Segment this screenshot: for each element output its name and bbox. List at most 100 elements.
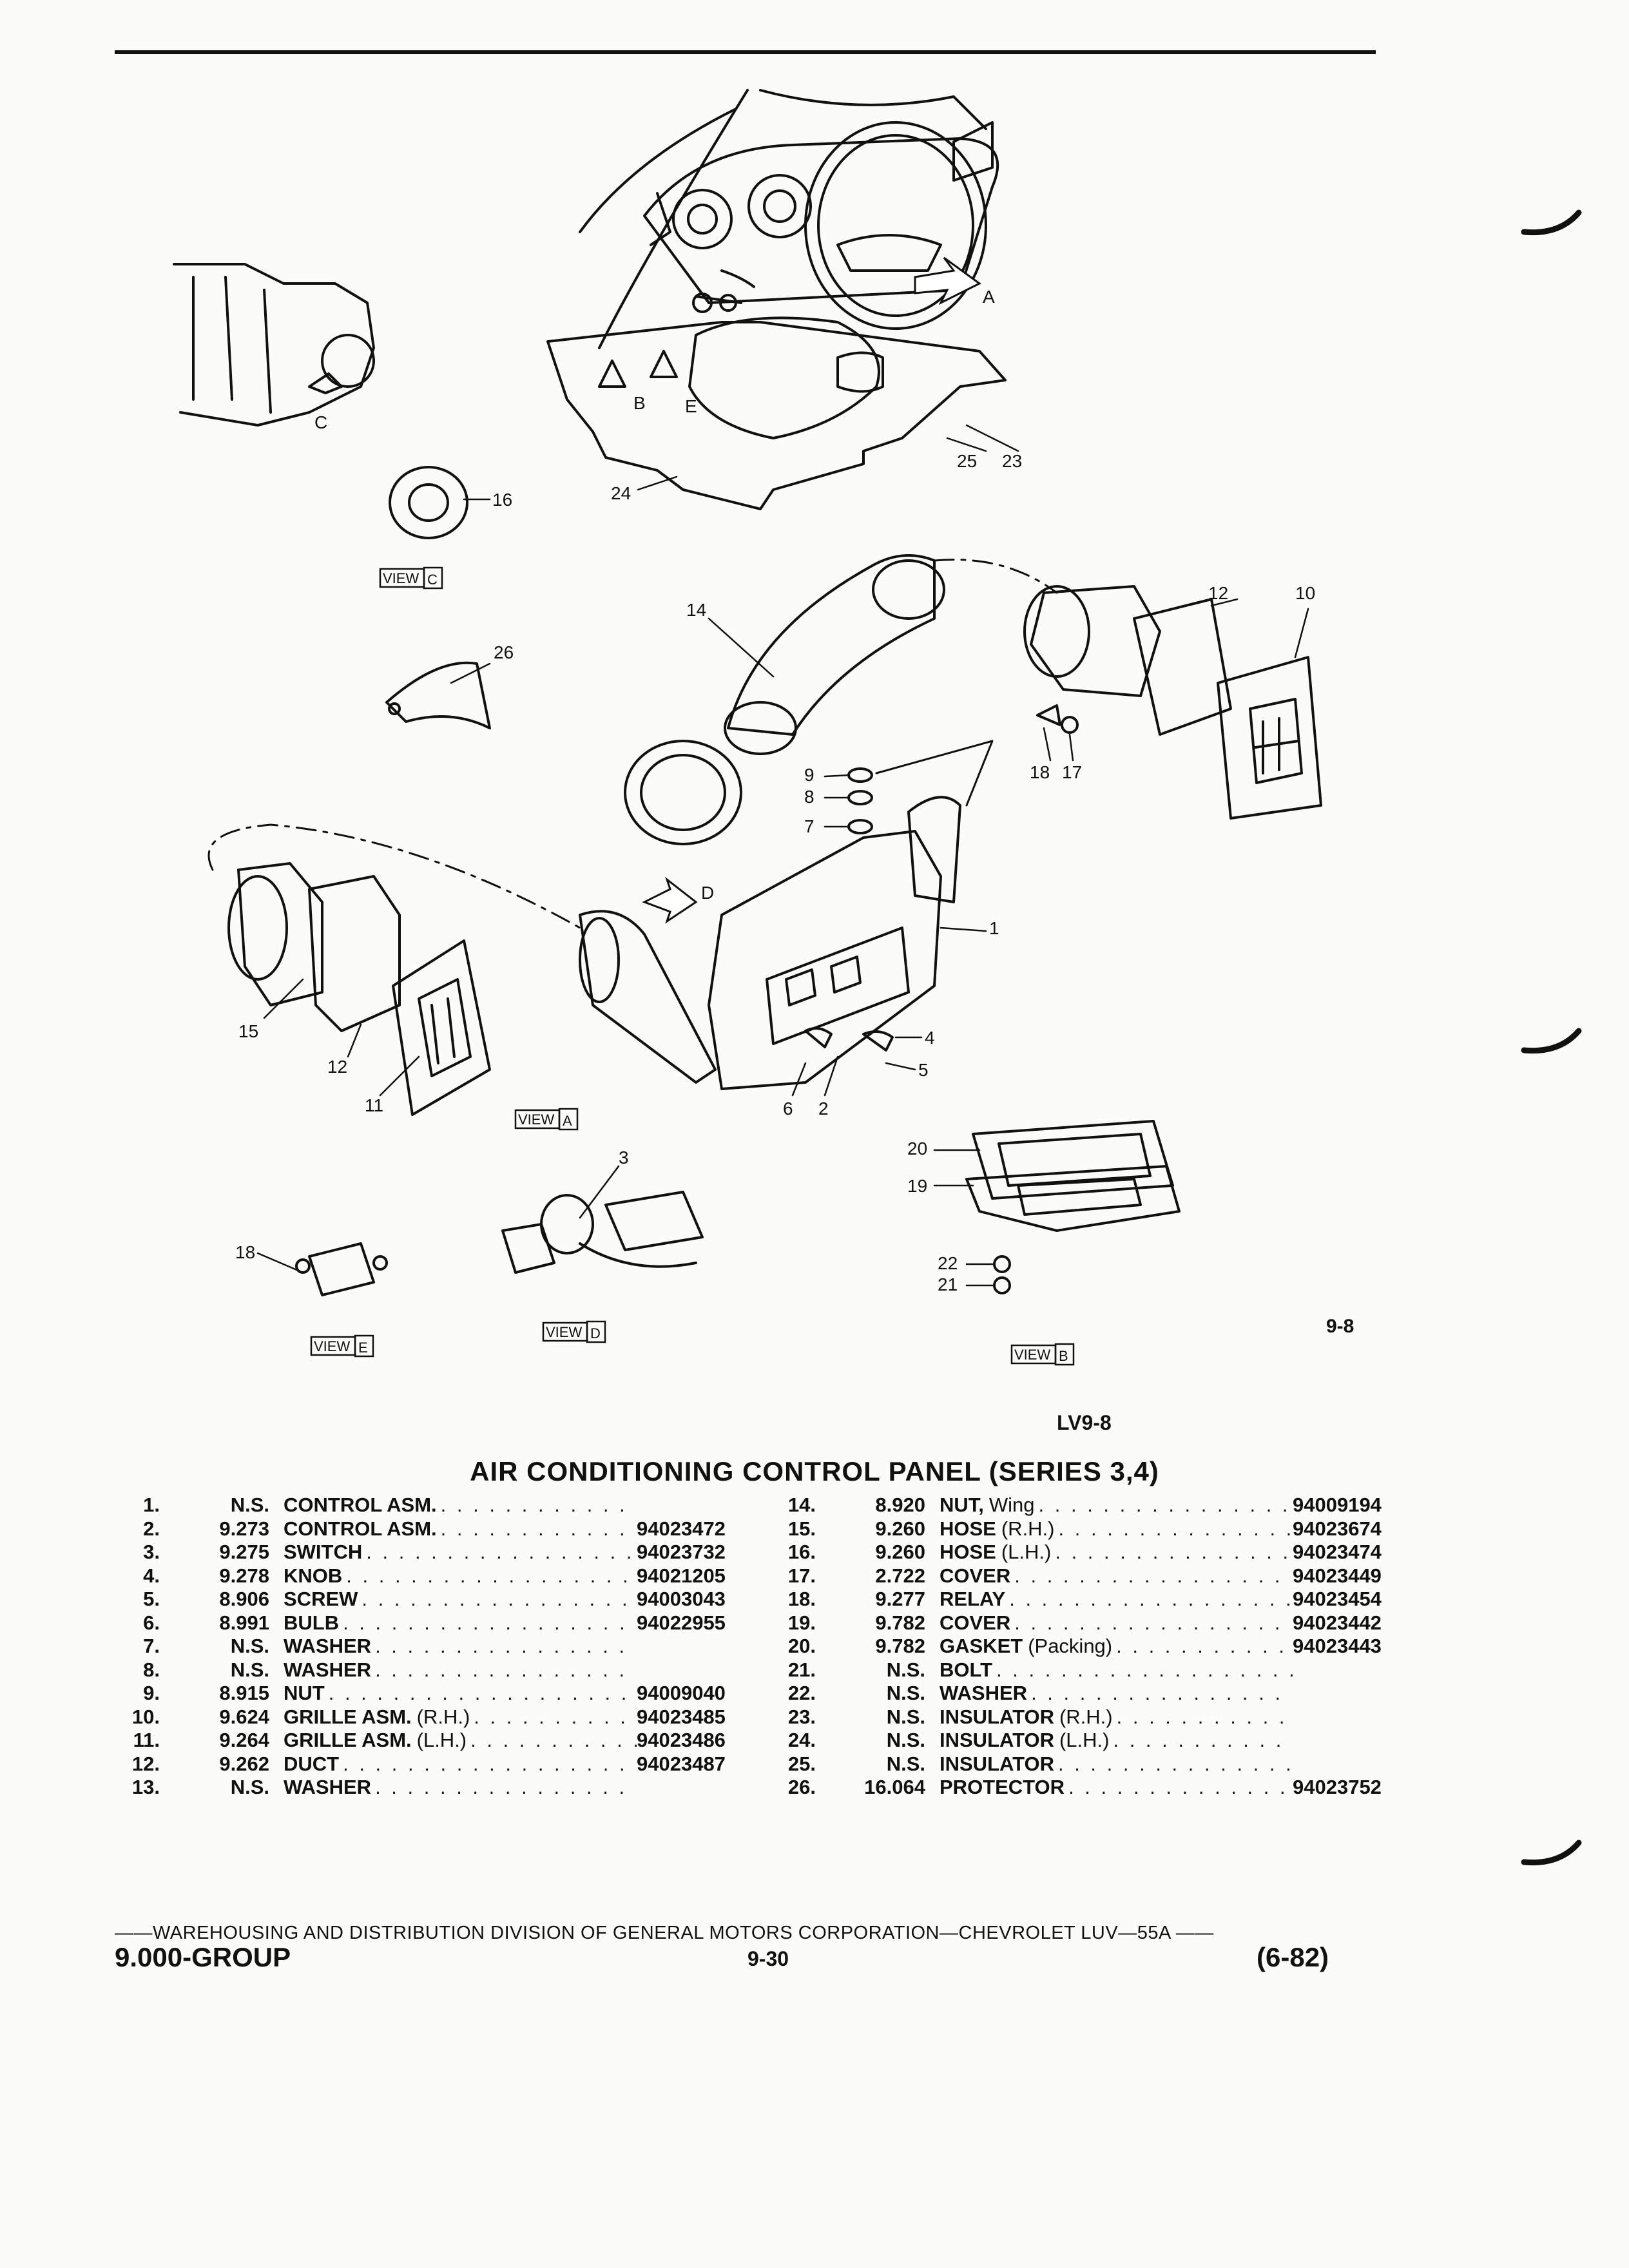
leader-dots (470, 1706, 637, 1729)
svg-text:B: B (1059, 1348, 1068, 1364)
leader-dots (1027, 1682, 1293, 1705)
parts-list-row: 6.8.991BULB94022955 (115, 1611, 766, 1635)
leader-dots (371, 1658, 637, 1682)
left-duct-grille-drawing (227, 862, 491, 1116)
parts-list-row: 5. 8.906SCREW94003043 (115, 1588, 766, 1611)
footer-group: 9.000-GROUP (115, 1942, 291, 1972)
callout-5: 5 (918, 1060, 929, 1080)
part-name: NUT (284, 1682, 325, 1704)
parts-list-row: 8.N.S.WASHER (115, 1658, 766, 1682)
part-index: 25. (787, 1752, 816, 1775)
part-number: 94003043 (637, 1588, 726, 1610)
part-number: 94009194 (1293, 1494, 1382, 1516)
svg-text:E: E (358, 1340, 368, 1356)
part-description: HOSE(L.H.) (925, 1541, 1293, 1564)
part-description: INSULATOR(R.H.) (925, 1706, 1293, 1729)
parts-list-row: 4.9.278KNOB94021205 (115, 1564, 766, 1588)
part-description: GRILLE ASM.(R.H.) (269, 1706, 637, 1729)
part-group-number: 9.782 (875, 1611, 925, 1634)
car-silhouette (173, 263, 375, 427)
part-number: 94023485 (637, 1705, 726, 1728)
view-e-box: VIEW E (310, 1334, 374, 1358)
leader-dots (339, 1611, 637, 1635)
svg-text:VIEW: VIEW (383, 570, 419, 586)
part-name: CONTROL ASM. (284, 1517, 437, 1540)
part-group-number: 16.064 (864, 1776, 925, 1798)
part-name: BULB (284, 1611, 340, 1634)
leader-dots (1113, 1706, 1293, 1729)
callout-8: 8 (804, 787, 815, 807)
leader-dots (1055, 1517, 1293, 1541)
part-description: INSULATOR(L.H.) (925, 1729, 1293, 1752)
part-description: DUCT (269, 1753, 637, 1776)
airflow-path-left (207, 823, 581, 929)
leader-dots (1035, 1494, 1293, 1517)
view-a-arrow (914, 256, 981, 305)
part-group-number: 9.264 (219, 1729, 269, 1751)
parts-list-row: 19.9.782COVER94023442 (771, 1611, 1422, 1635)
part-index: 15. (787, 1517, 816, 1540)
callout-12-right: 12 (1208, 583, 1228, 603)
leader-dots (1112, 1635, 1293, 1658)
part-index: 6. (143, 1611, 160, 1634)
part-description: KNOB (269, 1564, 637, 1588)
part-number: 94023732 (637, 1541, 726, 1563)
part-name-note: (L.H.) (1059, 1729, 1110, 1751)
right-duct-grille-drawing (1023, 585, 1322, 820)
part-number: 94023474 (1293, 1541, 1382, 1563)
svg-text:VIEW: VIEW (314, 1338, 350, 1354)
part-index: 9. (143, 1682, 160, 1704)
airflow-path-right (933, 559, 1058, 594)
callout-3: 3 (619, 1148, 629, 1168)
parts-list-row: 3.9.275SWITCH94023732 (115, 1541, 766, 1564)
part-index: 19. (787, 1611, 816, 1634)
part-number: 94009040 (637, 1682, 726, 1704)
control-assembly-drawing (579, 796, 961, 1090)
part-group-number: 9.277 (875, 1588, 925, 1610)
view-d-box: VIEW D (542, 1320, 606, 1343)
part-description: BULB (269, 1611, 637, 1635)
callout-21: 21 (938, 1274, 958, 1294)
part-name-note: (R.H.) (1001, 1517, 1055, 1540)
view-a-letter: A (983, 287, 995, 307)
parts-list-row: 7.N.S.WASHER (115, 1635, 766, 1658)
part-number: 94021205 (637, 1564, 726, 1587)
part-group-number: 9.278 (219, 1564, 269, 1587)
part-description: INSULATOR (925, 1753, 1293, 1776)
part-group-number: 2.722 (875, 1564, 925, 1587)
part-description: SCREW (269, 1588, 637, 1611)
part-name: WASHER (940, 1682, 1028, 1704)
part-name-note: (Packing) (1028, 1635, 1113, 1657)
part-index: 20. (787, 1635, 816, 1657)
part-group-number: 8.991 (219, 1611, 269, 1634)
view-c-letter: C (314, 412, 327, 432)
part-index: 5. (143, 1588, 160, 1610)
part-name: KNOB (284, 1564, 343, 1587)
callout-26: 26 (494, 642, 514, 662)
part-number: 94023442 (1293, 1611, 1382, 1634)
part-name-note: (R.H.) (1059, 1705, 1113, 1728)
wing-nut-drawing (1036, 704, 1079, 734)
part-number: 94023449 (1293, 1564, 1382, 1587)
callout-24: 24 (611, 483, 631, 503)
part-index: 14. (787, 1494, 816, 1516)
part-description: NUT (269, 1682, 637, 1705)
binder-hole-mark-middle (1521, 1028, 1582, 1054)
part-name-note: (L.H.) (416, 1729, 467, 1751)
part-index: 23. (787, 1705, 816, 1728)
part-group-number: 8.906 (219, 1588, 269, 1610)
view-c-box: VIEW C (379, 566, 443, 590)
parts-list-row: 23.N.S.INSULATOR(R.H.) (771, 1706, 1422, 1729)
part-group-number: 8.920 (875, 1494, 925, 1516)
figure-code: LV9-8 (1057, 1411, 1112, 1434)
part-name: COVER (940, 1564, 1011, 1587)
part-name: WASHER (284, 1658, 372, 1681)
footer-publisher-line: ——WAREHOUSING AND DISTRIBUTION DIVISION … (115, 1923, 1214, 1943)
leader-dots (339, 1753, 637, 1776)
part-number: 94023752 (1293, 1776, 1382, 1798)
callout-25: 25 (957, 451, 977, 471)
part-name: HOSE (940, 1541, 996, 1563)
leader-dots (342, 1564, 637, 1588)
